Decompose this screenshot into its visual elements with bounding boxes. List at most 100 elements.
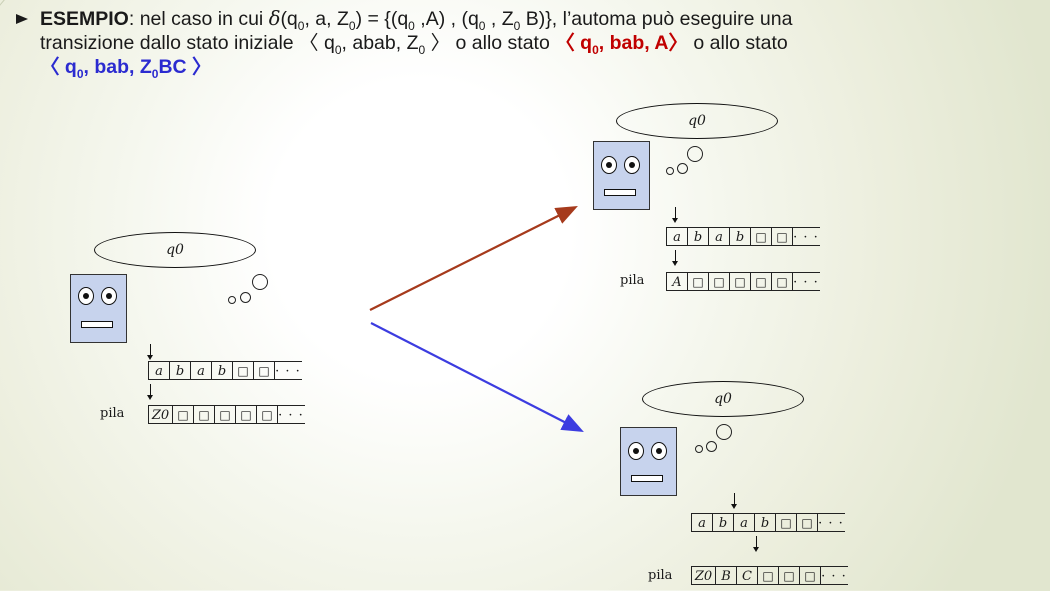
robot-face [620, 427, 677, 496]
right-eye [624, 156, 640, 174]
bullet-arrow-icon [16, 14, 28, 24]
thought-dot-medium [706, 441, 717, 452]
stack-ellipsis: · · · [792, 272, 820, 291]
stack-cell: B [715, 566, 737, 585]
machine-initial: q0 a b a b □ □ · · · pila Z0 □ □ □ □ □ ·… [70, 232, 360, 442]
thought-dot-small [695, 445, 703, 453]
stack-label: pila [648, 568, 673, 583]
tape-cell: b [211, 361, 233, 380]
input-head-arrow [147, 344, 153, 360]
thought-dot-large [252, 274, 268, 290]
machine-top: q0 a b a b □ □ · · · pila A □ □ □ □ □ · … [593, 103, 883, 313]
stack-tape: A □ □ □ □ □ · · · [666, 272, 820, 291]
subscript: 0 [348, 18, 356, 33]
subscript: 0 [408, 18, 415, 33]
stack-tape: Z0 B C □ □ □ · · · [691, 566, 848, 585]
text-part: : nel caso in cui [128, 8, 269, 30]
tape-cell: b [729, 227, 751, 246]
tape-ellipsis: · · · [792, 227, 820, 246]
stack-cell: Z0 [691, 566, 716, 585]
stack-cell: □ [750, 272, 772, 291]
robot-face [593, 141, 650, 210]
tape-cell: a [733, 513, 755, 532]
text-part: , a, Z [304, 8, 349, 30]
left-eye [601, 156, 617, 174]
stack-ellipsis: · · · [277, 405, 305, 424]
tape-cell: b [169, 361, 191, 380]
stack-cell: □ [214, 405, 236, 424]
blue-state: 〈 q0, bab, Z0BC 〉 [40, 56, 212, 81]
text-part: o allo stato [687, 32, 788, 54]
thought-dot-large [716, 424, 732, 440]
right-eye [101, 287, 117, 305]
stack-head-arrow [672, 250, 678, 266]
stack-cell: □ [235, 405, 257, 424]
stack-head-arrow [753, 536, 759, 552]
tape-cell: b [687, 227, 709, 246]
stack-label: pila [100, 406, 125, 421]
subscript: 0 [513, 18, 521, 33]
robot-face [70, 274, 127, 343]
stack-cell: □ [778, 566, 800, 585]
tape-cell: a [666, 227, 688, 246]
tape-ellipsis: · · · [274, 361, 302, 380]
tape-cell: □ [775, 513, 797, 532]
text-part: B)}, l’automa può eseguire una [520, 8, 793, 30]
mouth [631, 475, 663, 482]
tape-cell: □ [750, 227, 772, 246]
header-text: ESEMPIO: nel caso in cui δ(q0, a, Z0) = … [16, 7, 1050, 81]
stack-cell: C [736, 566, 758, 585]
stack-head-arrow [147, 384, 153, 400]
thought-dot-medium [240, 292, 251, 303]
tape-cell: □ [796, 513, 818, 532]
subscript: 0 [334, 42, 342, 57]
stack-cell: □ [193, 405, 215, 424]
input-head-arrow [672, 207, 678, 223]
tape-cell: □ [232, 361, 254, 380]
tape-cell: a [708, 227, 730, 246]
stack-cell: □ [799, 566, 821, 585]
tape-ellipsis: · · · [817, 513, 845, 532]
blue-transition-arrow [370, 322, 584, 433]
stack-cell: □ [771, 272, 793, 291]
mouth [604, 189, 636, 196]
stack-cell: A [666, 272, 688, 291]
stack-cell: □ [687, 272, 709, 291]
thought-dot-medium [677, 163, 688, 174]
keyword-esempio: ESEMPIO [40, 8, 129, 30]
header-line-2: transizione dallo stato iniziale 〈 q0, a… [16, 31, 1050, 57]
input-tape: a b a b □ □ · · · [691, 513, 845, 532]
tape-cell: □ [771, 227, 793, 246]
delta-symbol: δ [268, 7, 281, 30]
text-part: , abab, Z [341, 32, 419, 54]
tape-cell: a [148, 361, 170, 380]
stack-ellipsis: · · · [820, 566, 848, 585]
header-line-1: ESEMPIO: nel caso in cui δ(q0, a, Z0) = … [16, 7, 1050, 33]
state-label: q0 [166, 242, 184, 258]
stack-tape: Z0 □ □ □ □ □ · · · [148, 405, 305, 424]
tape-cell: b [712, 513, 734, 532]
subscript: 0 [297, 18, 305, 33]
stack-cell: □ [256, 405, 278, 424]
thought-dot-large [687, 146, 703, 162]
subscript: 0 [418, 42, 426, 57]
left-eye [628, 442, 644, 460]
text-part: (q [280, 8, 298, 30]
stack-cell: Z0 [148, 405, 173, 424]
state-bubble: q0 [642, 381, 804, 417]
stack-cell: □ [729, 272, 751, 291]
input-tape: a b a b □ □ · · · [666, 227, 820, 246]
left-eye [78, 287, 94, 305]
text-part: ) = {(q [355, 8, 409, 30]
stack-cell: □ [708, 272, 730, 291]
red-transition-arrow [369, 206, 578, 311]
right-eye [651, 442, 667, 460]
text-part: 〉 o allo stato [425, 32, 556, 54]
state-label: q0 [688, 113, 706, 129]
machine-bottom: q0 a b a b □ □ · · · pila Z0 B C □ □ □ ·… [620, 381, 912, 591]
input-tape: a b a b □ □ · · · [148, 361, 302, 380]
tape-cell: b [754, 513, 776, 532]
header-line-3: 〈 q0, bab, Z0BC 〉 [16, 55, 1050, 81]
thought-dot-small [666, 167, 674, 175]
subscript: 0 [478, 18, 486, 33]
